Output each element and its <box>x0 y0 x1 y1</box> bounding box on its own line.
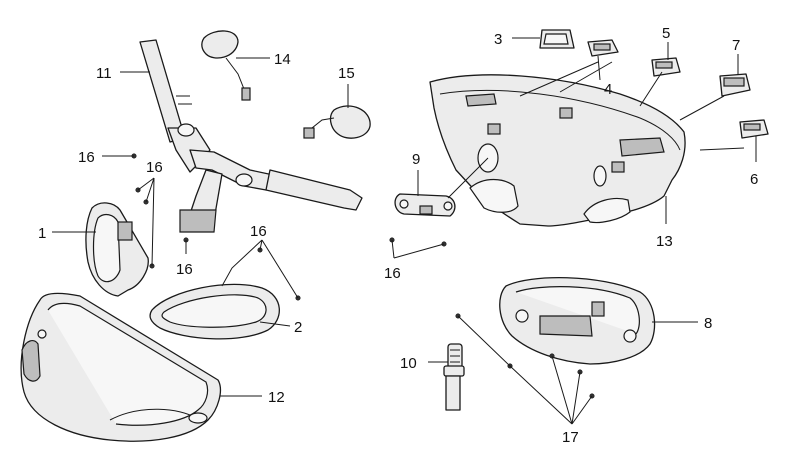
callout-4: 4 <box>604 81 612 98</box>
callout-16a: 16 <box>78 149 95 166</box>
rear-handlebar-cover-part <box>429 74 686 227</box>
callout-2: 2 <box>294 319 302 336</box>
switch-5-part <box>651 57 681 77</box>
mirror-upper-part <box>201 30 251 101</box>
callout-13: 13 <box>656 233 673 250</box>
callout-17: 17 <box>562 429 579 446</box>
callout-16d: 16 <box>250 223 267 240</box>
callout-10: 10 <box>400 355 417 372</box>
lens-part <box>539 29 575 49</box>
callout-12: 12 <box>268 389 285 406</box>
speedometer-cable-part <box>443 343 465 411</box>
speedometer-part <box>499 277 656 365</box>
callout-6: 6 <box>750 171 758 188</box>
leader-lines <box>52 37 757 425</box>
switch-7-part <box>719 73 751 97</box>
handlebar-part <box>139 39 363 233</box>
mirror-lower-part <box>303 105 371 139</box>
callout-7: 7 <box>732 37 740 54</box>
switch-4-part <box>587 39 619 57</box>
callout-14: 14 <box>274 51 291 68</box>
front-cover-part <box>20 292 222 442</box>
callout-11: 11 <box>96 65 112 82</box>
callout-16b: 16 <box>146 159 163 176</box>
bracket-part <box>394 193 456 217</box>
callout-1: 1 <box>38 225 46 242</box>
callout-5: 5 <box>662 25 670 42</box>
callout-16e: 16 <box>384 265 401 282</box>
callout-9: 9 <box>412 151 420 168</box>
callout-3: 3 <box>494 31 502 48</box>
headlight-part <box>85 202 149 297</box>
switch-6-part <box>739 119 769 139</box>
callout-8: 8 <box>704 315 712 332</box>
callouts: 1 2 3 4 5 6 7 8 9 10 11 12 13 14 15 16 1… <box>38 25 758 446</box>
front-grill-part <box>149 283 280 340</box>
callout-16c: 16 <box>176 261 193 278</box>
callout-15: 15 <box>338 65 355 82</box>
